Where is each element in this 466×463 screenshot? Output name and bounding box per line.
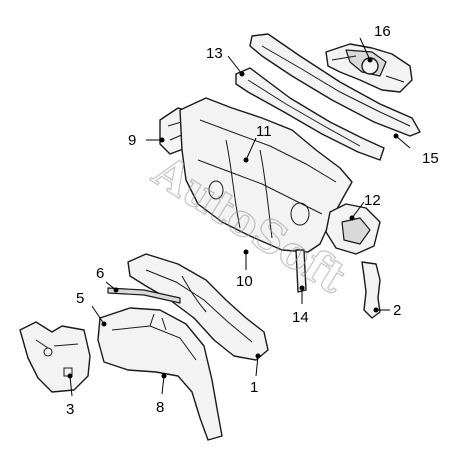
- part-3-trim-panel: [19, 321, 91, 393]
- callout-5: 5: [76, 290, 84, 307]
- part-6-seal-strip: [107, 287, 181, 304]
- callout-3: 3: [66, 401, 74, 418]
- callout-14: 14: [292, 309, 309, 326]
- part-13-cowl-lower: [235, 67, 385, 161]
- part-14-support: [295, 249, 307, 293]
- callout-9: 9: [128, 132, 136, 149]
- part-15-cowl-upper: [249, 33, 421, 137]
- callout-12: 12: [364, 192, 381, 209]
- part-16-wiper-linkage: [325, 43, 413, 93]
- callout-labels: 16 13 9 11 15 12 10 14 2 6 5 3 8 1: [66, 23, 439, 418]
- callout-13: 13: [206, 45, 223, 62]
- part-2-bracket: [361, 261, 381, 319]
- part-8-insulation: [97, 307, 223, 441]
- part-12-housing: [325, 203, 381, 255]
- callout-1: 1: [250, 379, 258, 396]
- callout-8: 8: [156, 399, 164, 416]
- callout-6: 6: [96, 265, 104, 282]
- callout-10: 10: [236, 273, 253, 290]
- callout-leaders: [67, 37, 411, 397]
- callout-15: 15: [422, 150, 439, 167]
- callout-16: 16: [374, 23, 391, 40]
- part-11-dash-panel: [179, 97, 353, 253]
- callout-11: 11: [256, 123, 272, 140]
- callout-2: 2: [393, 302, 401, 319]
